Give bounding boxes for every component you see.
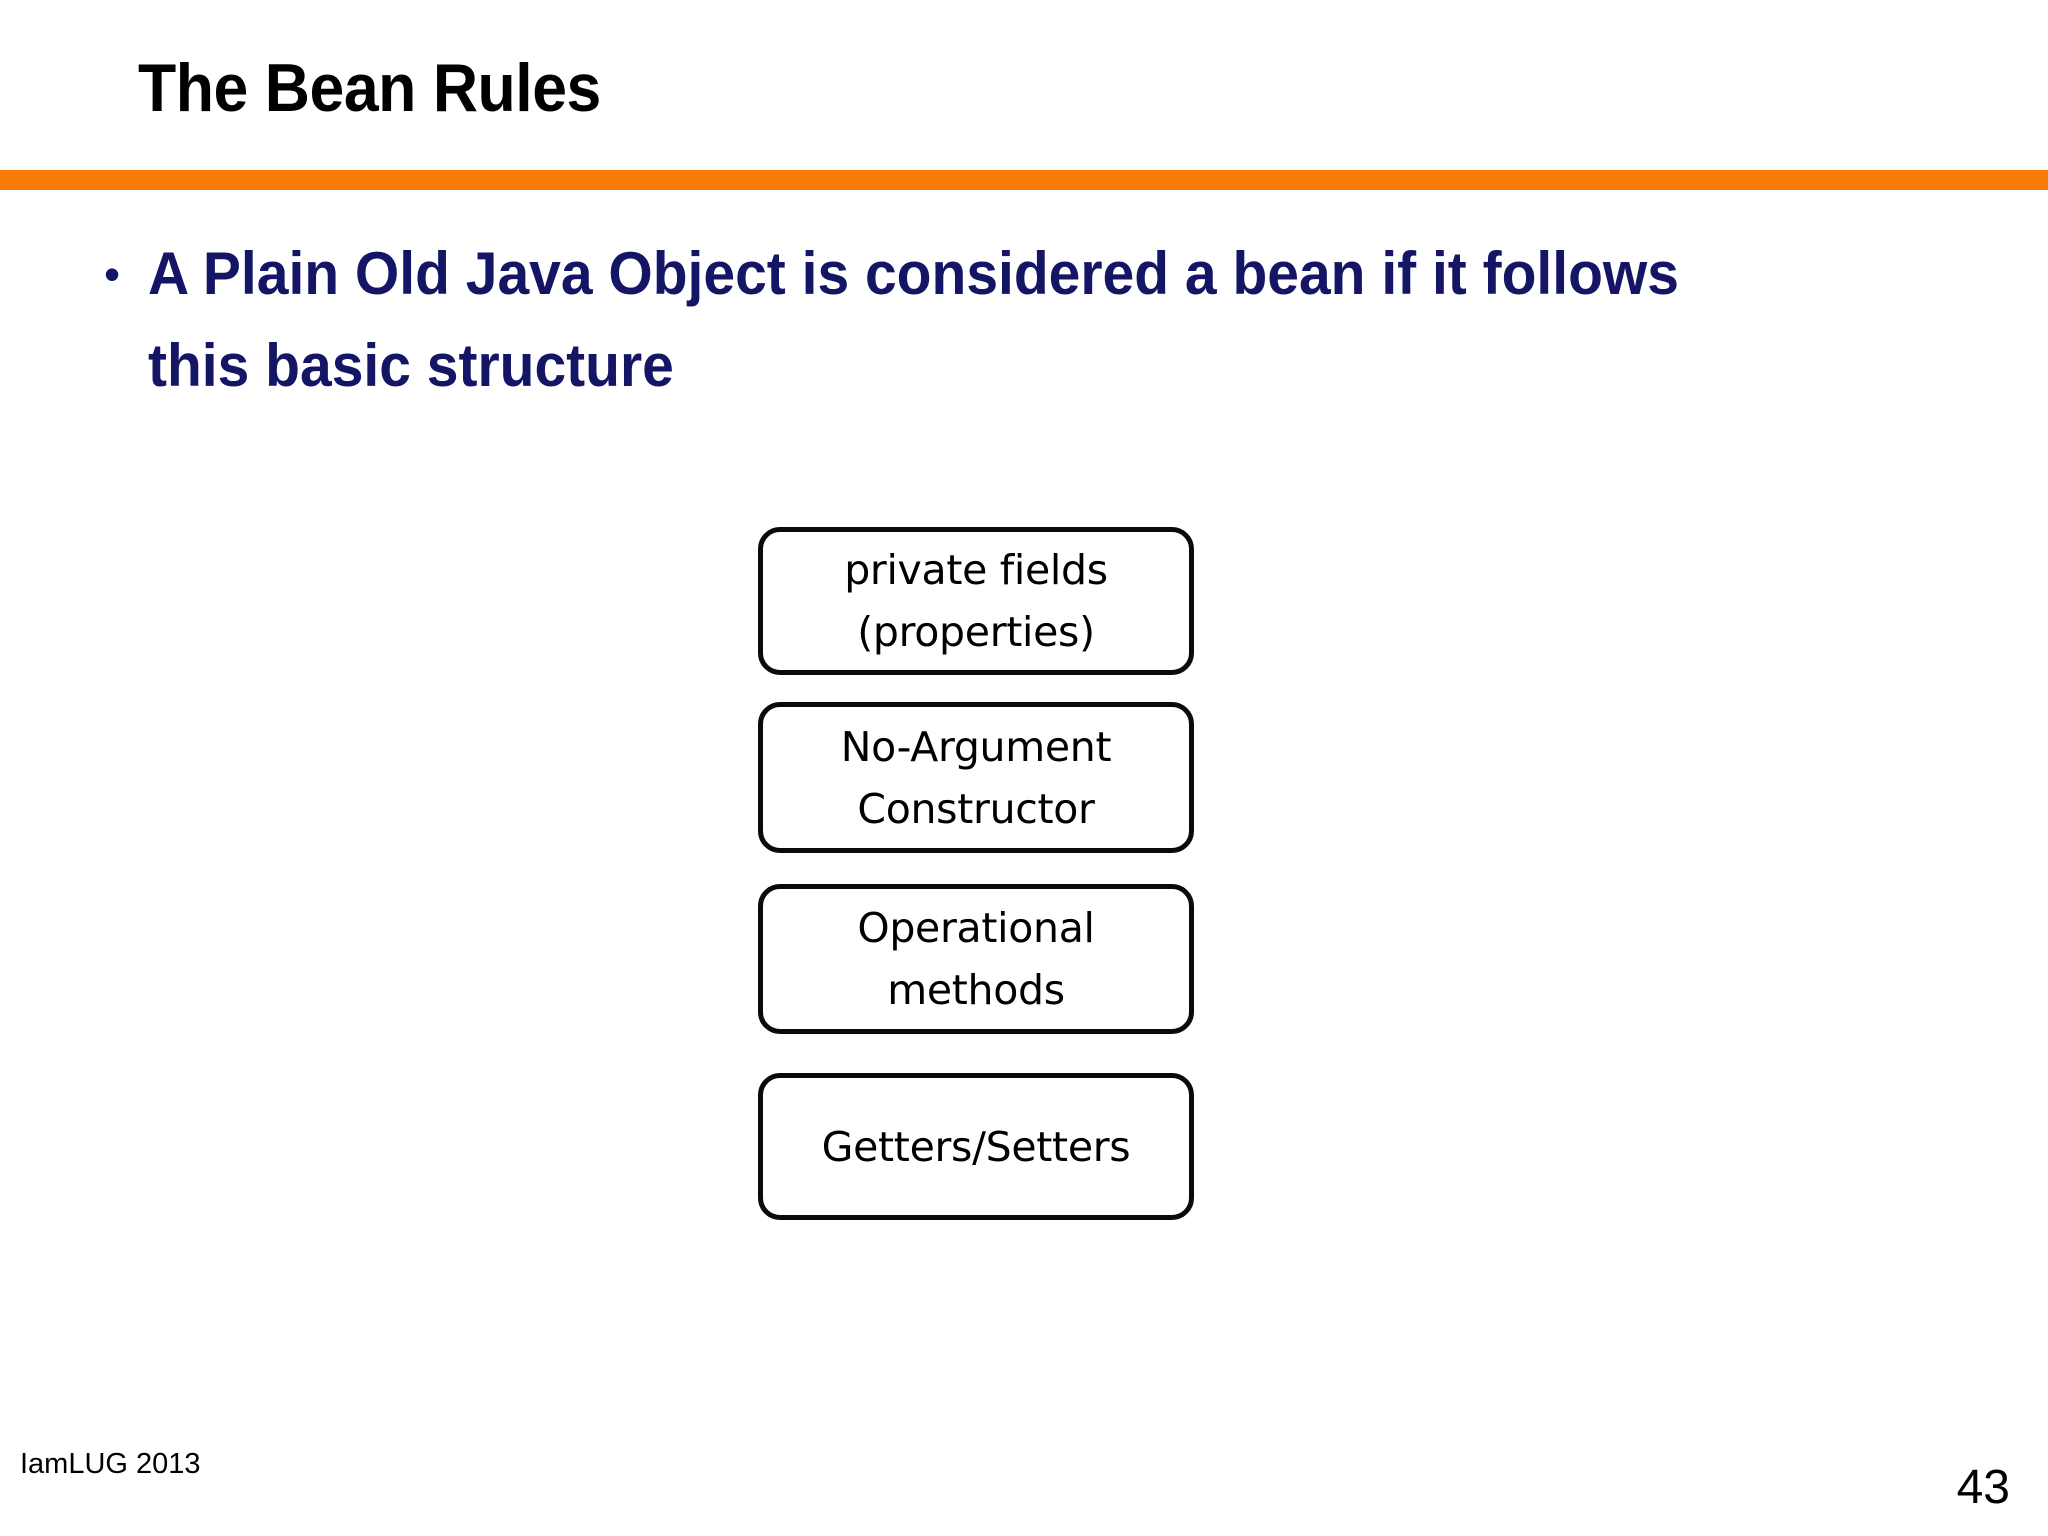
bullet-list: • A Plain Old Java Object is considered …: [96, 228, 1996, 412]
page-number: 43: [1956, 1461, 2010, 1514]
diagram-box-label: No-Argument Constructor: [827, 716, 1126, 840]
list-item: • A Plain Old Java Object is considered …: [96, 228, 1996, 412]
diagram-box-getters-setters: Getters/Setters: [758, 1073, 1194, 1220]
bean-structure-diagram: private fields (properties) No-Argument …: [758, 527, 1194, 1220]
diagram-box-label-line-2: Constructor: [857, 784, 1095, 833]
page-title: The Bean Rules: [138, 50, 601, 126]
diagram-box-label-line-1: Getters/Setters: [821, 1122, 1131, 1171]
diagram-box-label-line-2: methods: [887, 966, 1065, 1014]
diagram-box-label-line-1: No-Argument: [840, 722, 1112, 771]
diagram-box-label-line-1: private fields: [844, 546, 1108, 594]
diagram-box-label: private fields (properties): [830, 539, 1122, 663]
diagram-box-operational-methods: Operational methods: [758, 884, 1194, 1034]
diagram-box-private-fields: private fields (properties): [758, 527, 1194, 675]
title-accent-bar: [0, 170, 2048, 190]
diagram-box-no-argument-constructor: No-Argument Constructor: [758, 702, 1194, 853]
diagram-box-label: Operational methods: [843, 897, 1108, 1021]
diagram-box-label-line-1: Operational: [857, 904, 1095, 952]
footer-note: IamLUG 2013: [20, 1448, 201, 1480]
bullet-text: A Plain Old Java Object is considered a …: [148, 228, 1904, 412]
diagram-box-label: Getters/Setters: [808, 1116, 1145, 1178]
bullet-line-1: A Plain Old Java Object is considered a …: [148, 240, 1679, 307]
bullet-line-2: this basic structure: [148, 332, 674, 399]
diagram-box-label-line-2: (properties): [857, 608, 1095, 656]
bullet-dot-icon: •: [104, 248, 121, 300]
